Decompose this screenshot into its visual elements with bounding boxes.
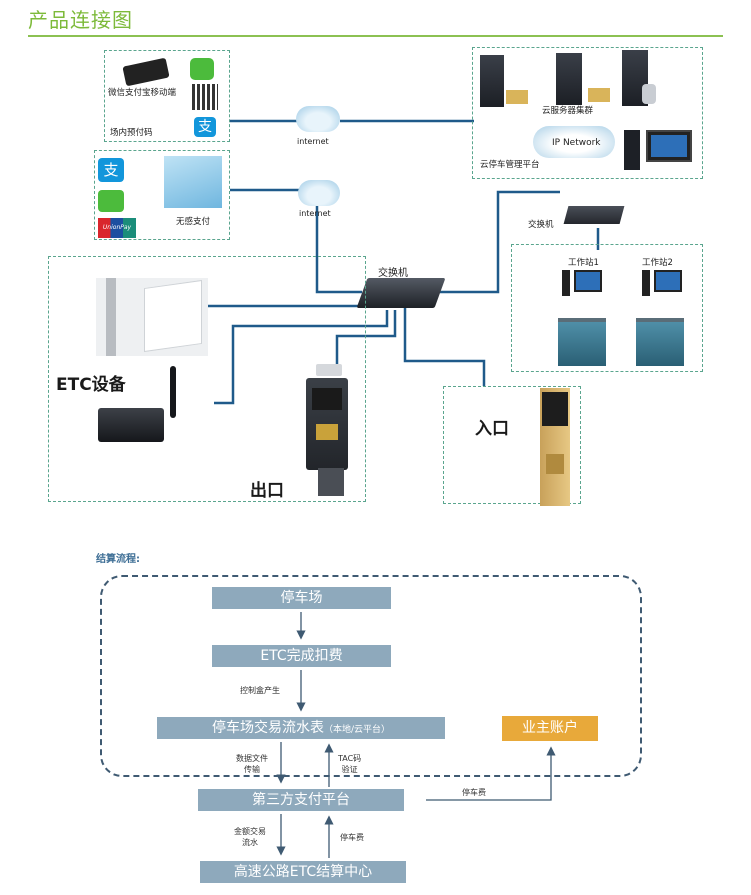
exit-gate-base [318,468,344,496]
entrance-label: 入口 [475,419,509,439]
antenna-rod-icon [170,366,176,418]
transaction-sub-label: （本地/云平台） [323,725,391,735]
transmit-label: 传输 [244,765,260,774]
flow-owner-account: 业主账户 [502,716,598,741]
etc-device-label: ETC设备 [56,375,126,395]
exit-gate-icon [306,378,348,470]
switch-label-small: 交换机 [528,220,554,230]
monitor-icon [646,130,692,162]
etc-antenna-icon [96,278,208,356]
database-icon [642,84,656,104]
flow-heading: 结算流程: [96,554,140,565]
server-icon-1 [480,55,504,107]
mobile-pay-box [104,50,230,142]
etc-reader-icon [98,408,164,442]
data-file-note: 数据文件 传输 [236,753,268,775]
internet-label-1: internet [297,137,329,146]
page-title: 产品连接图 [28,8,133,32]
folder-icon-2 [588,88,610,102]
amount-flow-label: 流水 [242,838,258,847]
ip-network-label: IP Network [552,138,601,148]
alipay-icon-2: 支 [98,158,124,182]
booth-icon-1 [558,318,606,366]
workstation-2-computer-icon [642,270,650,296]
prepay-code-label: 场内预付码 [110,128,153,138]
cloud-platform-label: 云停车管理平台 [480,160,540,170]
flow-third-party: 第三方支付平台 [198,789,404,811]
entrance-box [443,386,581,504]
wechat-icon [190,58,214,80]
mobile-pay-label: 微信支付宝移动端 [108,88,177,98]
workstation-box [511,244,703,372]
pc-tower-icon [624,130,640,170]
amount-trade-note: 金额交易 流水 [234,826,266,848]
booth-icon-2 [636,318,684,366]
entrance-gate-icon [540,388,570,506]
parking-illustration [164,156,222,208]
server-icon-2 [556,53,582,105]
etc-exit-box [48,256,366,502]
controller-gen-note: 控制盒产生 [240,686,280,695]
cloud-server-label: 云服务器集群 [542,106,594,116]
parking-fee-right-note: 停车费 [462,788,486,797]
camera-icon [316,364,342,376]
noninductive-pay-label: 无感支付 [176,217,211,227]
workstation-1-computer-icon [562,270,570,296]
verify-label: 验证 [341,765,358,774]
flow-highway-center: 高速公路ETC结算中心 [200,861,406,883]
data-file-label: 数据文件 [236,754,268,763]
title-divider [28,35,723,37]
tac-label: TAC码 [338,754,362,763]
switch-label-main: 交换机 [378,268,408,279]
flow-dashed-frame [100,575,642,777]
exit-label: 出口 [250,481,284,501]
cloud-icon-internet-2 [298,180,340,206]
flow-etc-deduct: ETC完成扣费 [212,645,391,667]
transaction-label: 停车场交易流水表 [211,720,324,736]
alipay-icon: 支 [194,117,216,137]
amount-trade-label: 金额交易 [234,827,266,836]
parking-fee-down-note: 停车费 [340,833,364,842]
cloud-icon-internet-1 [296,106,340,132]
unionpay-icon: UnionPay [98,218,136,238]
workstation-1-monitor-icon [574,270,602,292]
cloud-platform-box [472,47,703,179]
qr-code-icon [192,84,218,110]
workstation-2-monitor-icon [654,270,682,292]
workstation-1-label: 工作站1 [568,258,599,268]
workstation-2-label: 工作站2 [642,258,673,268]
flow-transaction: 停车场交易流水表（本地/云平台） [157,717,445,739]
ip-network-cloud-icon [533,126,615,158]
folder-icon [506,90,528,104]
flow-parking: 停车场 [212,587,391,609]
internet-label-2: internet [299,209,331,218]
noninductive-pay-box [94,150,230,240]
tac-note: TAC码 验证 [338,753,361,775]
wechat-icon-2 [98,190,124,212]
